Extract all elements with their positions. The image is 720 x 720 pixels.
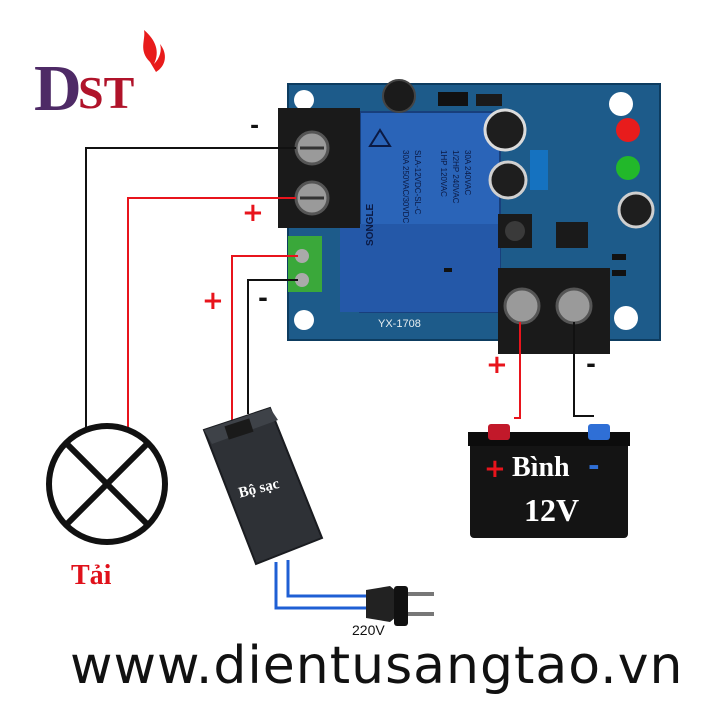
relay-model: SLA-12VDC-SL-C: [413, 150, 422, 215]
capacitor: [488, 160, 528, 200]
board-model: YX-1708: [378, 318, 421, 330]
mount-hole: [609, 92, 633, 116]
capacitor: [483, 108, 527, 152]
logo-letters-st: ST: [78, 67, 134, 118]
wire-ac-2: [286, 560, 368, 598]
charger-negative-sign: -: [258, 284, 268, 312]
battery-plus-symbol: +: [484, 454, 506, 484]
charger: [202, 406, 324, 566]
wire-battery-positive: [514, 322, 521, 419]
mount-hole: [614, 306, 638, 330]
logo-letter-d: D: [34, 52, 82, 125]
wire-battery-negative: [573, 322, 594, 417]
website-prefix: www.: [70, 636, 214, 696]
battery-negative-post: [588, 424, 610, 440]
wire-charger-negative: [247, 279, 298, 414]
website-url: www.dientusangtao.vn: [70, 636, 682, 706]
wires: [85, 147, 594, 610]
load-terminal: [278, 108, 360, 228]
led-green: [616, 156, 640, 180]
wire-ac-1: [274, 562, 368, 610]
battery-terminal: [498, 268, 610, 354]
load-label: Tải: [71, 560, 112, 591]
wire-load-negative: [85, 147, 296, 462]
mains-voltage-label: 220V: [352, 622, 385, 638]
relay-rating-2: 1HP 120VAC: [439, 150, 448, 197]
flame-logo-icon: [143, 30, 165, 72]
components: [382, 79, 655, 276]
relay-rating-1: 30A 250VAC/30VDC: [401, 150, 410, 224]
mount-hole: [294, 310, 314, 330]
capacitor: [382, 79, 416, 113]
led-red: [616, 118, 640, 142]
battery-name: Bình: [512, 452, 570, 483]
wire-load-positive: [127, 197, 296, 434]
charger-positive-sign: +: [202, 286, 224, 316]
wire-charger-positive: [231, 255, 298, 420]
load-negative-sign: -: [250, 114, 260, 139]
battery-voltage: 12V: [524, 492, 580, 528]
relay: [340, 111, 501, 313]
relay-brand: SONGLE: [365, 203, 376, 246]
logo: D ST: [34, 30, 165, 125]
trimmer: [530, 150, 548, 190]
relay-rating-4: 30A 240VAC: [463, 150, 472, 196]
battery: [468, 424, 630, 538]
battery-negative-sign: -: [586, 350, 596, 378]
relay-rating-3: 1/2HP 240VAC: [451, 150, 460, 204]
battery-positive-post: [488, 424, 510, 440]
battery-positive-sign: +: [486, 350, 508, 380]
capacitor: [617, 191, 655, 229]
website-domain: dientusangtao.vn: [213, 636, 684, 696]
transistor: [556, 222, 588, 248]
battery-minus-symbol: -: [588, 449, 600, 482]
mount-hole: [294, 90, 314, 110]
charger-terminal: [288, 236, 322, 292]
lamp-cross-icon: [46, 423, 168, 545]
load-positive-sign: +: [242, 198, 264, 228]
power-plug-icon: [366, 586, 434, 626]
